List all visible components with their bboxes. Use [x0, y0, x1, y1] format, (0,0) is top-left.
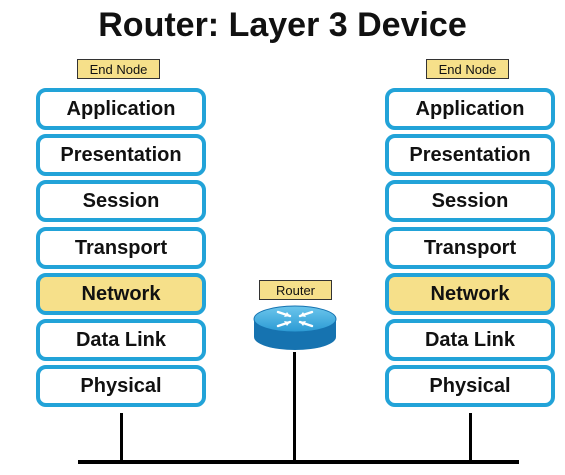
left-layer-network: Network	[36, 273, 206, 315]
right-layer-network: Network	[385, 273, 555, 315]
right-layer-data-link: Data Link	[385, 319, 555, 361]
left-layer-physical: Physical	[36, 365, 206, 407]
left-end-node-tag: End Node	[77, 59, 160, 79]
right-node-link-line	[469, 413, 472, 463]
left-layer-transport: Transport	[36, 227, 206, 269]
network-bus-line	[78, 460, 519, 464]
left-layer-session: Session	[36, 180, 206, 222]
right-layer-physical: Physical	[385, 365, 555, 407]
router-tag: Router	[259, 280, 332, 300]
left-layer-presentation: Presentation	[36, 134, 206, 176]
right-layer-session: Session	[385, 180, 555, 222]
left-layer-data-link: Data Link	[36, 319, 206, 361]
left-node-link-line	[120, 413, 123, 463]
right-layer-presentation: Presentation	[385, 134, 555, 176]
right-layer-transport: Transport	[385, 227, 555, 269]
diagram-title: Router: Layer 3 Device	[98, 6, 467, 44]
left-layer-application: Application	[36, 88, 206, 130]
right-end-node-tag: End Node	[426, 59, 509, 79]
router-link-line	[293, 352, 296, 463]
router-icon	[253, 305, 337, 350]
right-layer-application: Application	[385, 88, 555, 130]
